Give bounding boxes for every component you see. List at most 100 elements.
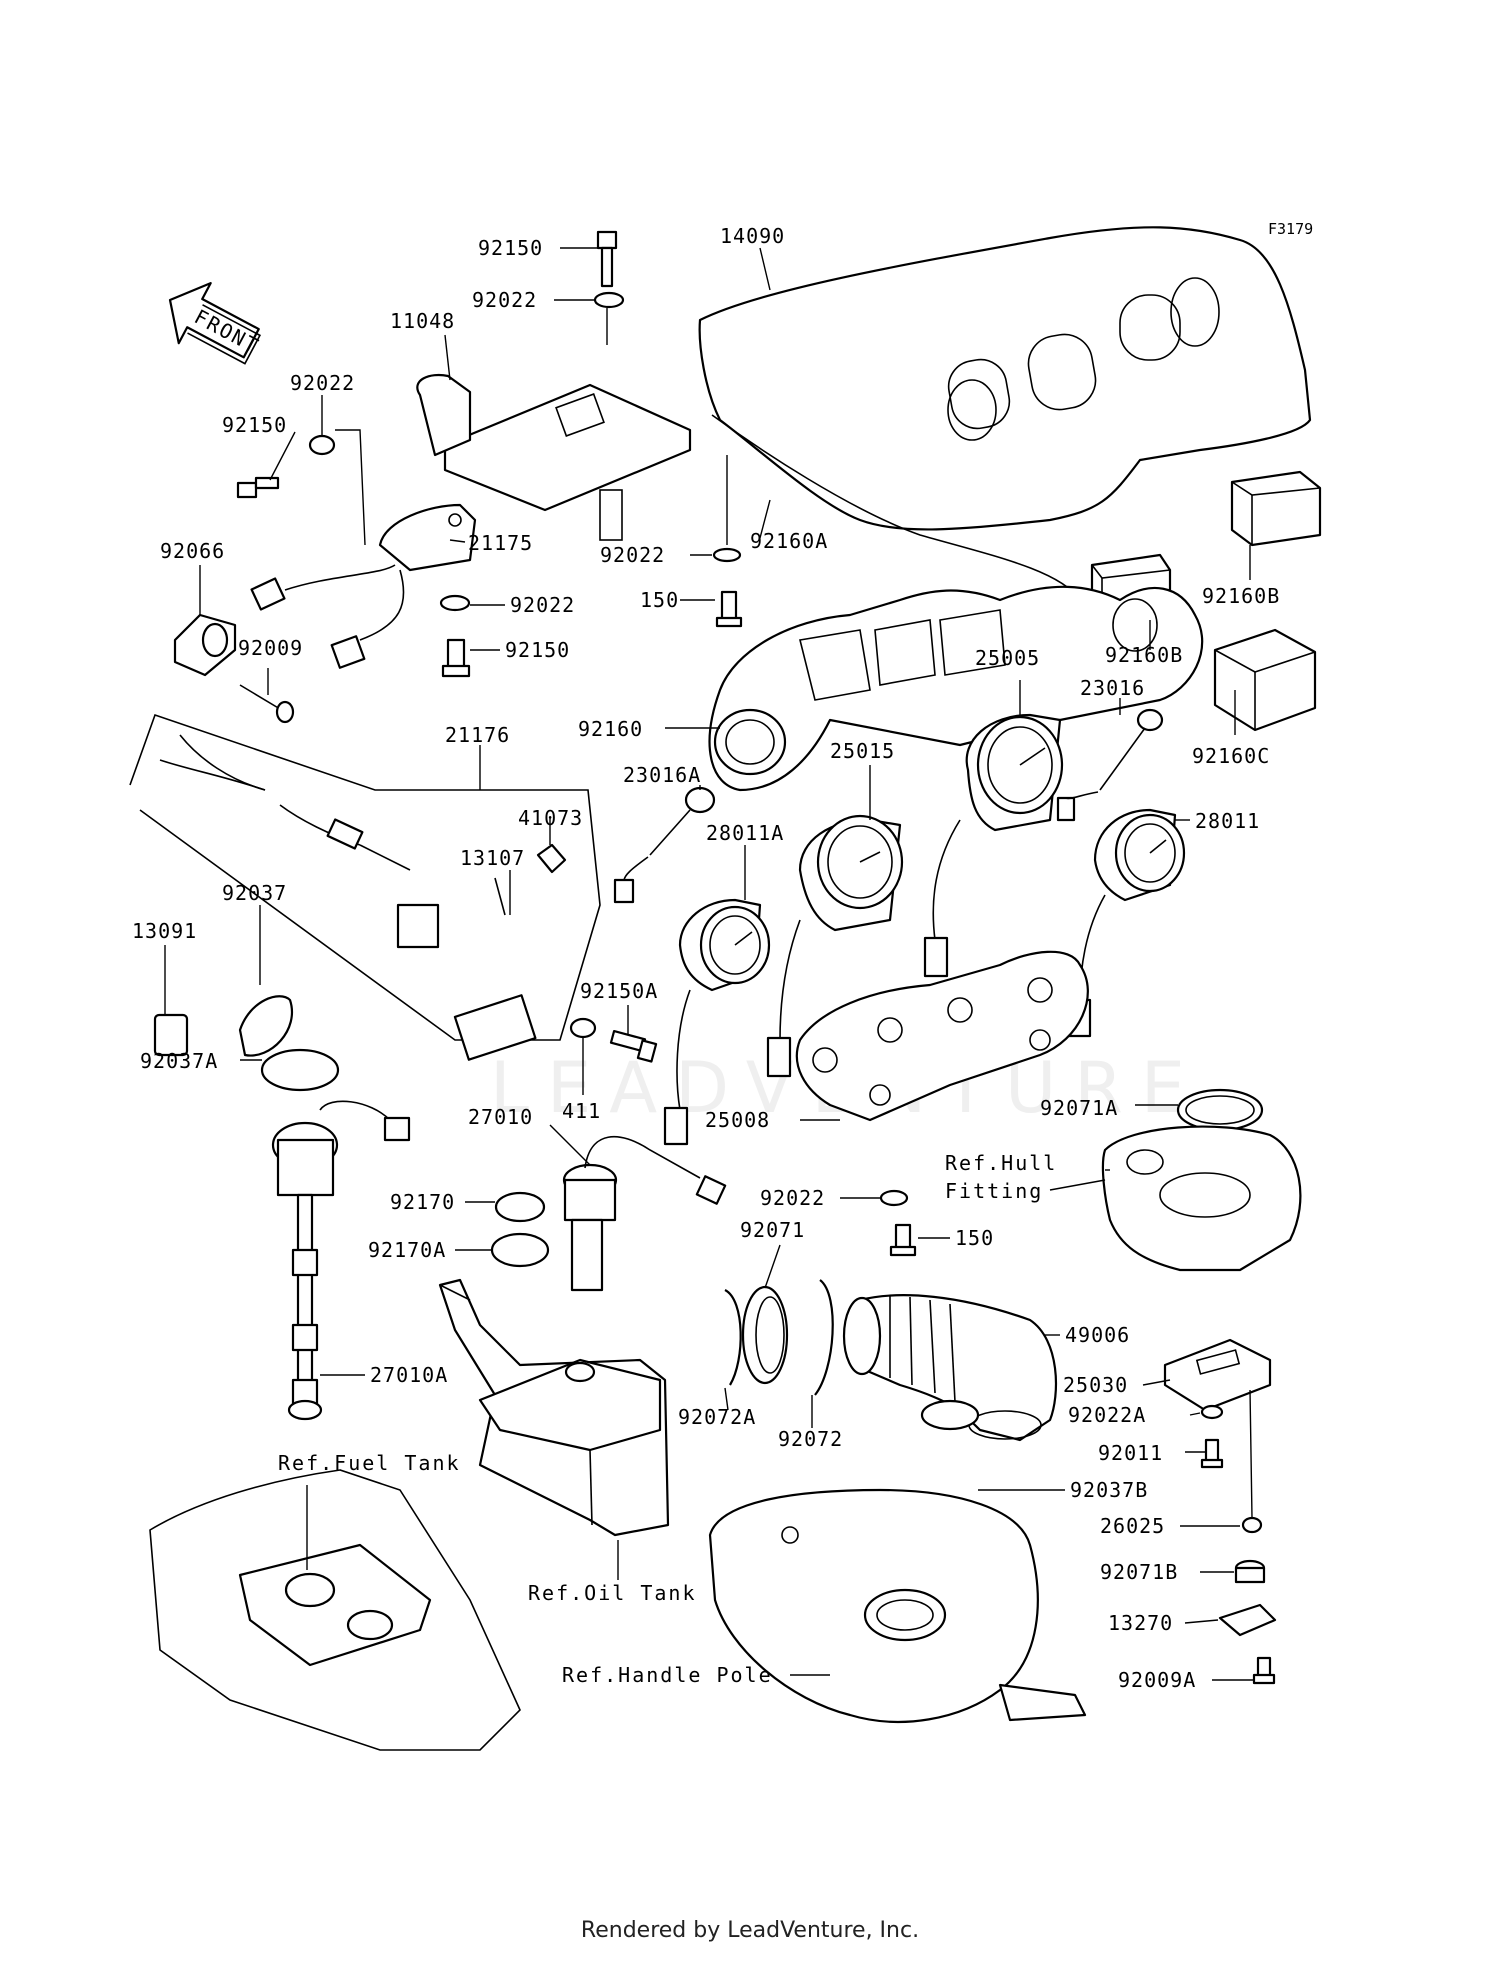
screw-92011 (1200, 1438, 1224, 1469)
oil-tank (438, 1278, 670, 1537)
label-28011: 28011 (1195, 809, 1260, 833)
washer-92022-c (712, 547, 742, 563)
clamp-92037B (920, 1399, 980, 1431)
screw-92009A (1252, 1656, 1276, 1685)
label-92066: 92066 (160, 539, 225, 563)
screw-150-b (889, 1223, 917, 1257)
label-92037: 92037 (222, 881, 287, 905)
leader-lines (164, 247, 1255, 1681)
sender-27010 (562, 1136, 727, 1292)
ref-handle-pole: Ref.Handle Pole (562, 1663, 773, 1687)
label-92022-top: 92022 (472, 288, 537, 312)
part-26025 (1241, 1516, 1263, 1534)
housing-92160 (708, 585, 1204, 792)
ref-oil-tank: Ref.Oil Tank (528, 1581, 697, 1605)
washer-92022-left (308, 434, 336, 456)
part-13270 (1218, 1603, 1277, 1637)
screw-92150A (609, 1029, 658, 1063)
screw-92150-top (596, 230, 618, 288)
label-92160A: 92160A (750, 529, 828, 553)
label-41073: 41073 (518, 806, 583, 830)
label-92170A: 92170A (368, 1238, 446, 1262)
gauge-28011A (663, 898, 771, 1146)
clamp-92170A (490, 1232, 550, 1268)
clamp-92072 (814, 1279, 834, 1396)
pad-92160B-a (1230, 470, 1322, 547)
clamp-92037 (238, 995, 293, 1057)
label-23016A: 23016A (623, 763, 701, 787)
label-150-a: 150 (640, 588, 679, 612)
fuel-tank (149, 1469, 521, 1751)
label-25008: 25008 (705, 1108, 770, 1132)
part-92066 (173, 613, 237, 677)
label-28011A: 28011A (706, 821, 784, 845)
ref-fuel-tank: Ref.Fuel Tank (278, 1451, 461, 1475)
label-27010A: 27010A (370, 1363, 448, 1387)
clamp-92072A (724, 1289, 742, 1386)
label-92022-left: 92022 (290, 371, 355, 395)
sender-27010A (271, 1100, 411, 1421)
pad-92160C (1213, 628, 1317, 732)
label-92009: 92009 (238, 636, 303, 660)
label-21176: 21176 (445, 723, 510, 747)
clamp-92170 (494, 1191, 546, 1223)
washer-92022A (1200, 1404, 1224, 1420)
cap-92071B (1234, 1559, 1266, 1584)
label-92071A: 92071A (1040, 1096, 1118, 1120)
sensor-23016 (1056, 708, 1164, 822)
ref-hull-fitting-2: Fitting (945, 1179, 1043, 1203)
label-92160B-a: 92160B (1202, 584, 1280, 608)
label-92037A: 92037A (140, 1049, 218, 1073)
label-25015: 25015 (830, 739, 895, 763)
label-92160B-b: 92160B (1105, 643, 1183, 667)
clamp-92037A (260, 1048, 340, 1092)
screw-150-a (715, 590, 743, 628)
screw-92150-mid (441, 638, 471, 678)
ring-92071 (741, 1285, 789, 1385)
label-92170: 92170 (390, 1190, 455, 1214)
gauge-25015 (766, 814, 904, 1078)
label-27010: 27010 (468, 1105, 533, 1129)
label-92071: 92071 (740, 1218, 805, 1242)
label-49006: 49006 (1065, 1323, 1130, 1347)
label-92022-d: 92022 (760, 1186, 825, 1210)
sensor-23016A (613, 786, 716, 904)
footer-credit: Rendered by LeadVenture, Inc. (580, 1918, 920, 1943)
wiring-group-21176 (129, 713, 601, 1061)
label-14090: 14090 (720, 224, 785, 248)
label-92022A: 92022A (1068, 1403, 1146, 1427)
screw-92009 (239, 684, 295, 724)
gasket-25008 (795, 950, 1089, 1122)
gauge-25005 (923, 713, 1064, 978)
label-92150-mid: 92150 (505, 638, 570, 662)
label-26025: 26025 (1100, 1514, 1165, 1538)
duct-49006 (842, 1294, 1058, 1442)
label-25030: 25030 (1063, 1373, 1128, 1397)
screw-92150-left (236, 476, 280, 499)
switch-25030 (1163, 1338, 1272, 1412)
label-92150A: 92150A (580, 979, 658, 1003)
label-13270: 13270 (1108, 1611, 1173, 1635)
washer-411 (569, 1017, 597, 1039)
label-92022-c: 92022 (600, 543, 665, 567)
coil-21175 (250, 503, 477, 669)
label-92022-mid: 92022 (510, 593, 575, 617)
figure-id: F3179 (1268, 220, 1313, 238)
label-92072A: 92072A (678, 1405, 756, 1429)
label-150-b: 150 (955, 1226, 994, 1250)
part-13091 (153, 1013, 189, 1057)
ref-hull-fitting-1: Ref.Hull (945, 1151, 1057, 1175)
washer-92022-top (593, 291, 625, 309)
label-92037B: 92037B (1070, 1478, 1148, 1502)
hull-fitting (1101, 1125, 1302, 1272)
label-92150-left: 92150 (222, 413, 287, 437)
label-21175: 21175 (468, 531, 533, 555)
label-13107: 13107 (460, 846, 525, 870)
washer-92022-d (879, 1189, 909, 1207)
label-13091: 13091 (132, 919, 197, 943)
label-92009A: 92009A (1118, 1668, 1196, 1692)
label-92160: 92160 (578, 717, 643, 741)
label-411: 411 (562, 1099, 601, 1123)
label-11048: 11048 (390, 309, 455, 333)
